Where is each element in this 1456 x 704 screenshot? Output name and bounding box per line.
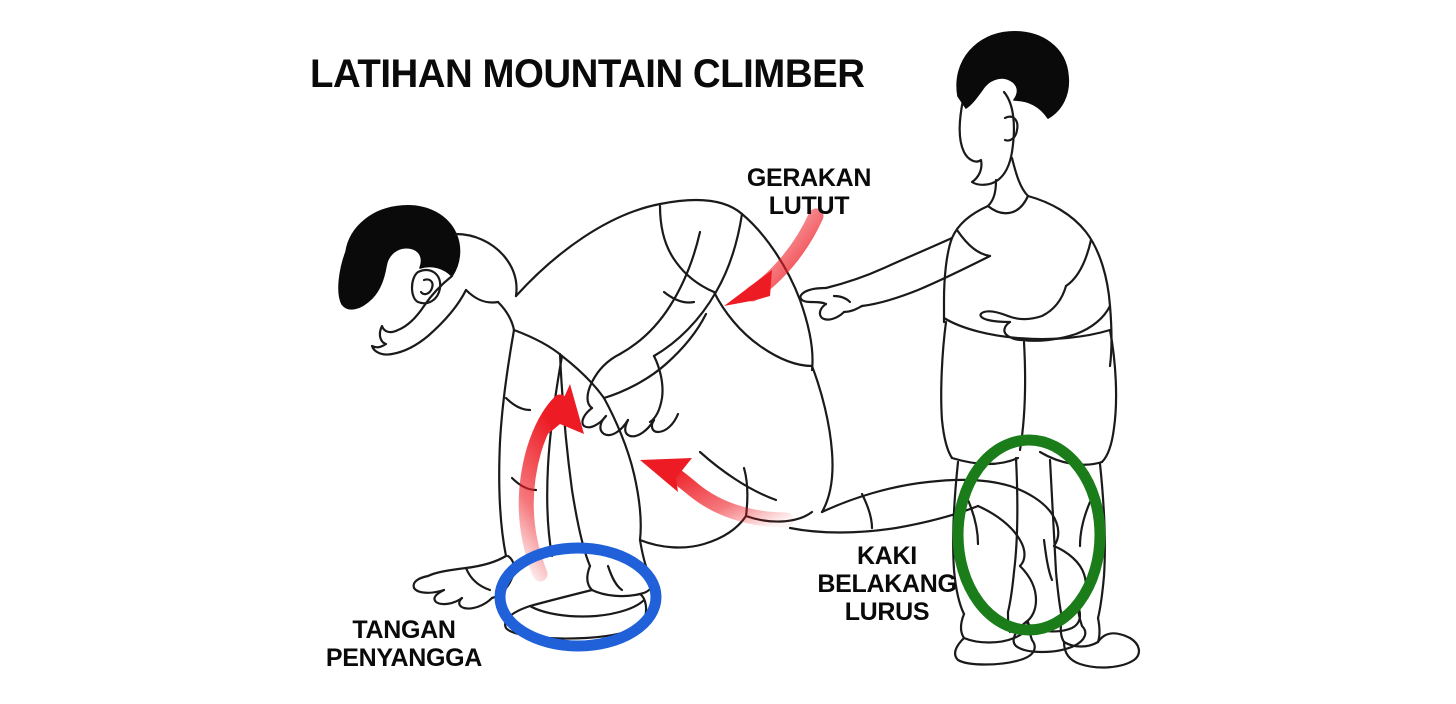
coach-neck-back [1010, 156, 1030, 198]
exerciser-jaw-line [464, 288, 500, 304]
coach-shorts-left-edge [940, 320, 954, 460]
coach-left-hand-base [842, 304, 864, 314]
arrow-to-front-knee-head [548, 384, 584, 434]
exerciser-ear-inner [419, 278, 434, 296]
exerciser-right-finger-2 [599, 414, 630, 437]
label-kaki-belakang-lurus: KAKI BELAKANG LURUS [817, 542, 957, 626]
exerciser-rear-thigh-top [820, 478, 1012, 514]
exerciser-hair [338, 205, 461, 310]
exerciser-right-thumb [648, 354, 664, 424]
arrow-to-front-knee [518, 384, 584, 582]
exerciser-shirt-hem-front [602, 312, 708, 400]
arrow-to-hip [640, 458, 794, 528]
coach-hair [956, 31, 1070, 119]
coach-left-ankle [959, 612, 966, 640]
coach-right-hand-knuckles [1003, 320, 1024, 342]
exerciser-back-to-hip [740, 212, 814, 372]
exerciser-right-elbow [662, 290, 696, 304]
exerciser-ear [410, 268, 442, 305]
green-highlight-ellipse-rear-foot [952, 434, 1106, 636]
coach-right-hand-index-finger [979, 310, 1012, 324]
exerciser-front-shoe-sole-line [528, 598, 646, 618]
page-title: LATIHAN MOUNTAIN CLIMBER [310, 52, 865, 96]
coach-right-calf-line [1078, 500, 1092, 548]
exerciser-right-arm-outer [652, 212, 744, 358]
coach-collar [986, 194, 1030, 215]
exerciser-sleeve-seam [658, 204, 716, 294]
exerciser-shorts-front-edge [602, 396, 642, 542]
exerciser-right-finger-4 [650, 412, 680, 434]
coach-right-sleeve-seam [1064, 238, 1093, 288]
exerciser-rear-shoe-seam [1042, 538, 1054, 582]
coach-right-arm-inner [1006, 284, 1068, 321]
exerciser-rear-shoe-sole [1012, 604, 1087, 654]
exerciser-face-outline [370, 274, 468, 356]
coach-face-outline [958, 90, 1016, 186]
exerciser-neck [496, 300, 516, 332]
coach-left-hand-index-finger [799, 286, 828, 306]
exerciser-right-arm-inner [618, 230, 702, 356]
coach-left-arm-bottom [860, 254, 992, 308]
exerciser-finger-1 [412, 574, 446, 594]
exerciser-shorts-back-edge [810, 364, 834, 514]
exerciser-elbow-crease [504, 396, 532, 412]
exerciser-upper-back [514, 198, 744, 298]
exerciser-finger-2 [433, 588, 464, 606]
exerciser-rear-heel [1018, 564, 1038, 624]
coach-left-leg-outer [952, 460, 966, 616]
exerciser-figure [338, 198, 1088, 654]
exerciser-rear-knee-crease [860, 492, 874, 530]
exerciser-support-arm-front [498, 328, 516, 558]
standing-coach-figure [799, 31, 1140, 669]
annotation-arrows [518, 208, 824, 582]
coach-shorts-right-edge [1100, 328, 1118, 464]
exerciser-front-ankle-front [586, 564, 594, 592]
exerciser-shirt-hem-back [712, 290, 814, 368]
blue-highlight-ellipse-front-foot [494, 542, 662, 652]
coach-left-hand-knuckles [818, 302, 846, 321]
coach-right-leg-inner [1048, 458, 1064, 620]
exerciser-right-hand-back [586, 352, 622, 410]
exerciser-front-shoe-lace-line [606, 564, 624, 592]
coach-left-sleeve-seam [955, 228, 992, 258]
arrow-to-knee-head [724, 270, 772, 306]
arrow-to-hip-head [640, 458, 692, 492]
coach-right-leg-outer [1096, 462, 1106, 620]
label-tangan-penyangga: TANGAN PENYANGGA [325, 616, 483, 672]
arrow-to-front-knee-shaft [518, 394, 568, 582]
exerciser-head-back [454, 232, 518, 298]
arrow-to-knee [724, 208, 824, 306]
coach-left-arm-top [824, 236, 954, 290]
exerciser-right-finger-1 [581, 406, 608, 429]
label-gerakan-lutut: GERAKAN LUTUT [746, 164, 872, 220]
exerciser-support-arm-back [546, 354, 564, 558]
exerciser-finger-3 [458, 596, 494, 610]
exerciser-rear-calf-top [1008, 484, 1060, 548]
coach-neck-front [986, 178, 998, 208]
coach-right-shoe [1062, 632, 1140, 669]
coach-ear [1003, 115, 1019, 142]
exerciser-rear-calf-bottom [976, 504, 1026, 568]
exerciser-shorts-fold [698, 450, 778, 502]
coach-left-calf-line [966, 498, 980, 546]
coach-right-arm-outer [1020, 304, 1112, 342]
coach-shirt-hem [942, 316, 1112, 341]
exerciser-shorts-front-hem [638, 514, 748, 549]
coach-left-hand-thumb [832, 294, 852, 304]
exerciser-knuckle-line [464, 566, 492, 592]
exerciser-right-finger-3 [624, 418, 656, 438]
